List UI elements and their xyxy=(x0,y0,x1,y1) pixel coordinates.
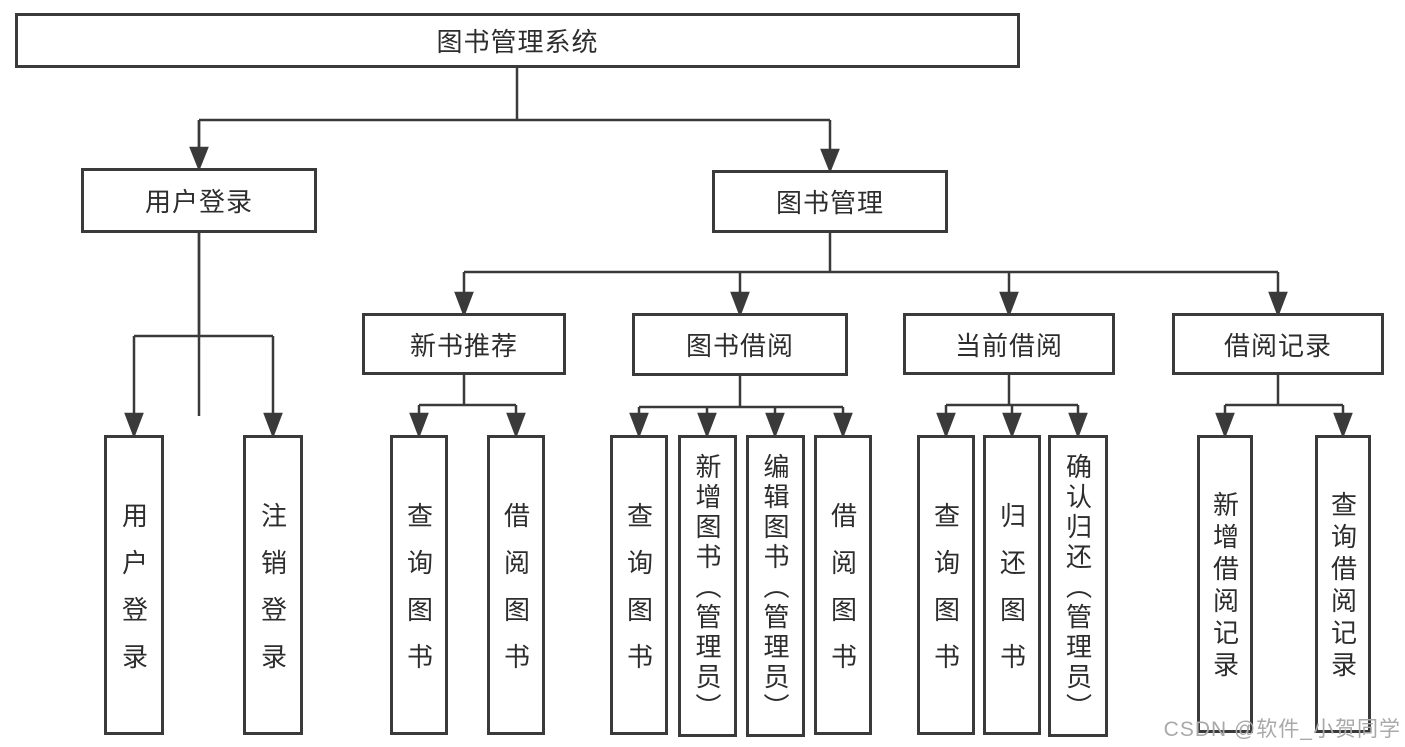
branch-user-login xyxy=(124,231,283,439)
node-book-borrowing: 图书借阅 xyxy=(632,313,848,376)
branch-current-borrowing xyxy=(936,375,1088,439)
node-new-book-recommend-label: 新书推荐 xyxy=(409,330,518,361)
node-root-label: 图书管理系统 xyxy=(436,27,599,57)
leaf-return-books-label: 归还图书 xyxy=(996,501,1027,690)
branch-borrowing-records xyxy=(1215,375,1353,439)
leaf-query-books-3-label: 查询图书 xyxy=(930,501,961,690)
branch-book-borrowing xyxy=(629,376,853,439)
leaf-query-borrow-record-label: 查询借阅记录 xyxy=(1327,491,1358,683)
node-book-management: 图书管理 xyxy=(712,170,948,233)
leaf-logout: 注销登录 xyxy=(243,435,303,735)
node-new-book-recommend: 新书推荐 xyxy=(362,313,566,375)
leaf-add-books-admin-label: 新增图书（管理员） xyxy=(692,453,722,723)
node-user-login: 用户登录 xyxy=(81,168,317,233)
leaf-borrow-books-2: 借阅图书 xyxy=(814,435,872,735)
leaf-return-books: 归还图书 xyxy=(983,435,1041,735)
node-book-management-label: 图书管理 xyxy=(775,188,884,218)
leaf-query-books-1-label: 查询图书 xyxy=(403,501,434,690)
branch-new-book-recommend xyxy=(409,375,526,439)
leaf-confirm-return-admin: 确认归还（管理员） xyxy=(1048,435,1108,737)
leaf-query-borrow-record: 查询借阅记录 xyxy=(1315,435,1371,733)
node-user-login-label: 用户登录 xyxy=(144,187,253,217)
watermark: CSDN @软件_小贺同学 xyxy=(1163,718,1401,741)
leaf-add-books-admin: 新增图书（管理员） xyxy=(678,435,737,737)
leaf-query-books-2-label: 查询图书 xyxy=(623,501,654,690)
leaf-user-login: 用户登录 xyxy=(104,435,164,735)
leaf-logout-label: 注销登录 xyxy=(257,501,288,690)
leaf-user-login-label: 用户登录 xyxy=(118,501,149,690)
node-borrowing-records: 借阅记录 xyxy=(1172,313,1384,375)
node-current-borrowing: 当前借阅 xyxy=(903,313,1115,375)
leaf-add-borrow-record-label: 新增借阅记录 xyxy=(1209,491,1240,683)
node-book-borrowing-label: 图书借阅 xyxy=(685,331,794,361)
node-borrowing-records-label: 借阅记录 xyxy=(1223,330,1332,361)
node-root: 图书管理系统 xyxy=(15,13,1020,68)
leaf-query-books-1: 查询图书 xyxy=(390,435,448,735)
leaf-add-borrow-record: 新增借阅记录 xyxy=(1197,435,1253,733)
branch-book-management xyxy=(454,231,1288,318)
leaf-query-books-2: 查询图书 xyxy=(610,435,668,735)
leaf-borrow-books-2-label: 借阅图书 xyxy=(827,501,858,690)
leaf-edit-books-admin: 编辑图书（管理员） xyxy=(746,435,805,737)
leaf-edit-books-admin-label: 编辑图书（管理员） xyxy=(760,453,790,723)
leaf-query-books-3: 查询图书 xyxy=(917,435,975,735)
node-current-borrowing-label: 当前借阅 xyxy=(954,330,1063,361)
leaf-borrow-books-1-label: 借阅图书 xyxy=(500,501,531,690)
leaf-confirm-return-admin-label: 确认归还（管理员） xyxy=(1062,453,1093,723)
leaf-borrow-books-1: 借阅图书 xyxy=(487,435,545,735)
